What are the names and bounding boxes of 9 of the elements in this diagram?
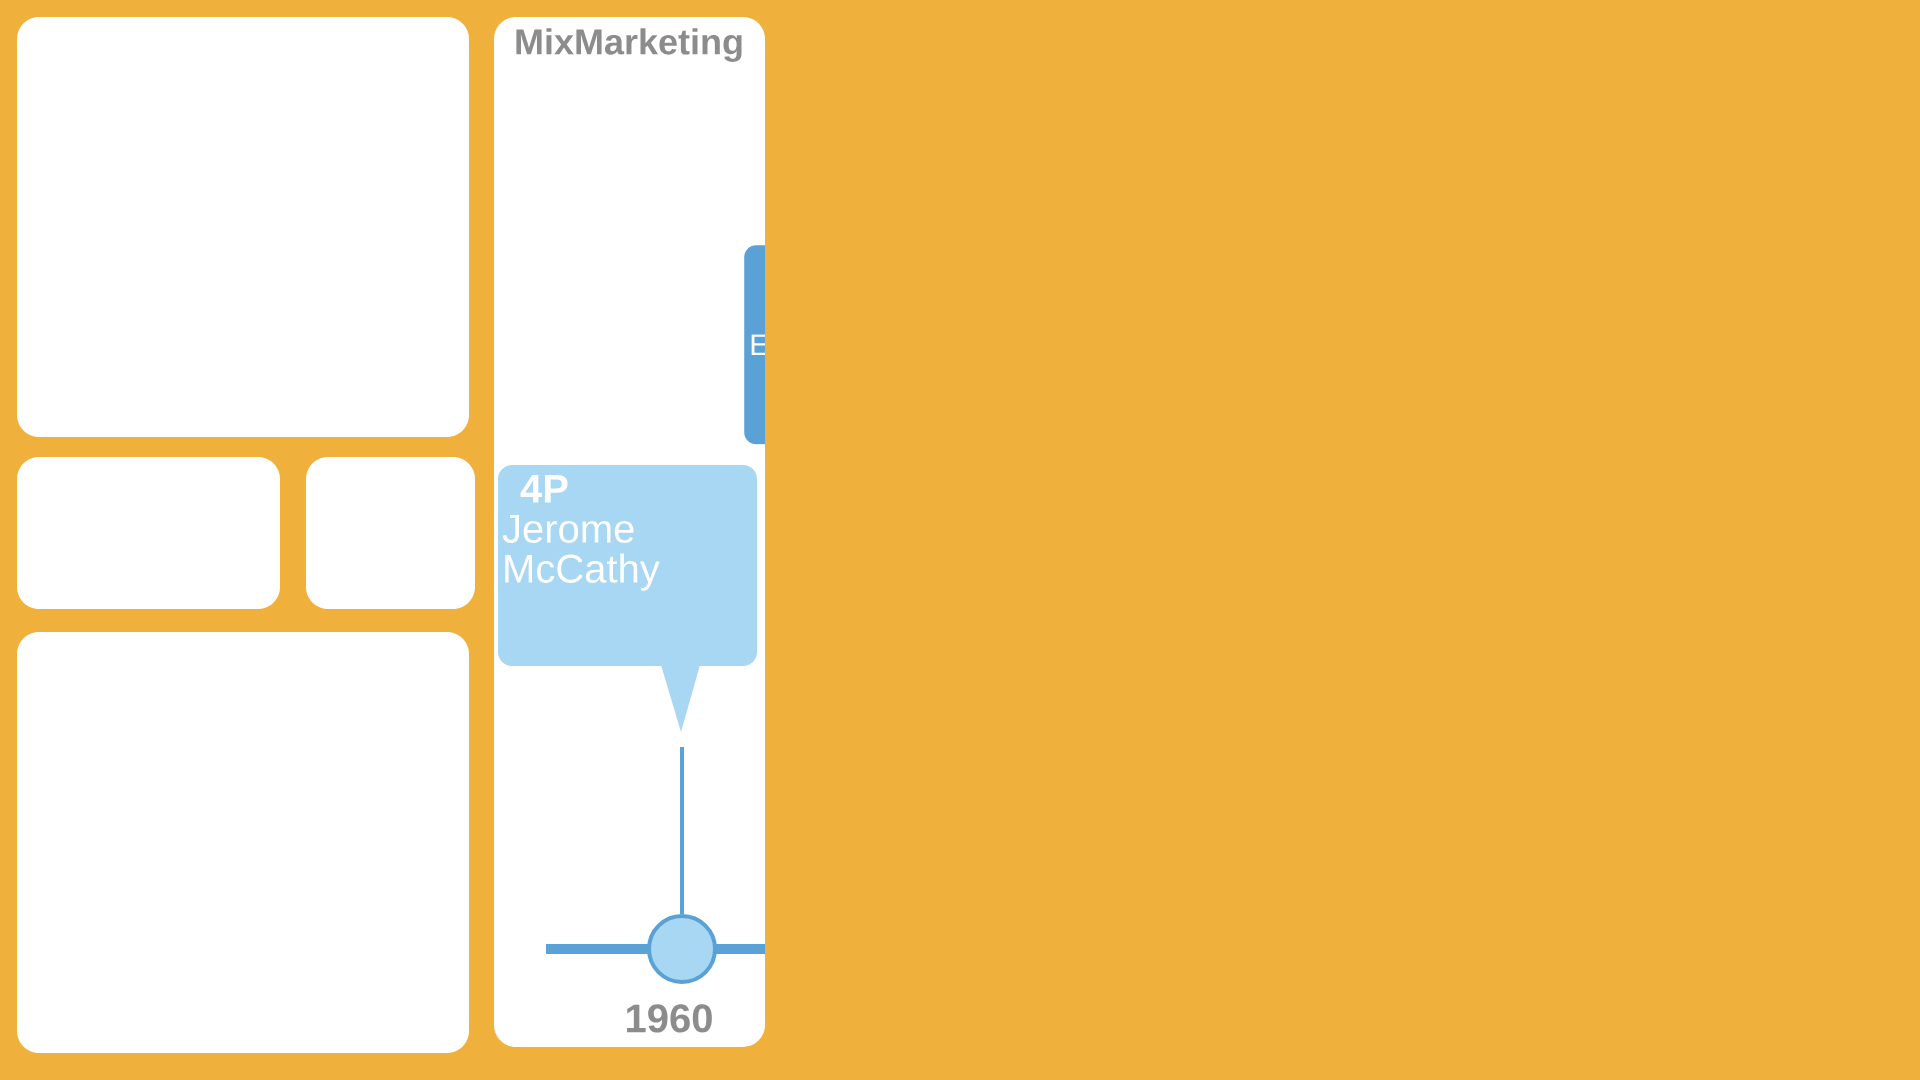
card-background [17,632,469,1053]
card-background [17,457,280,609]
card-background [306,457,475,609]
year-label: 1960 [627,1004,712,1033]
card-background [17,17,469,437]
connector-line [680,747,684,914]
title: MixMarketing [516,28,742,62]
timeline-dot [647,914,717,984]
callout-box: 4P Jerome McCathy [498,465,757,732]
